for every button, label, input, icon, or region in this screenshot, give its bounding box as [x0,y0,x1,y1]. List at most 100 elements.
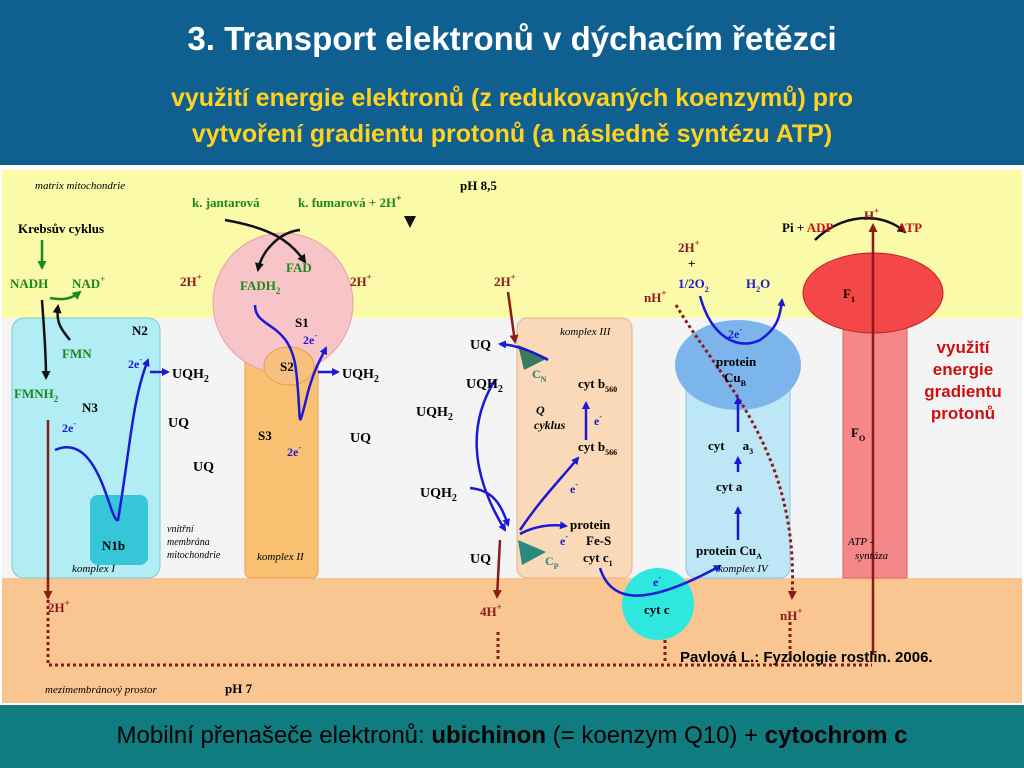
cyt-b560-label: cyt b560 [578,376,617,394]
uqh2-label-5: UQH2 [420,486,457,504]
complex-4-label: komplex IV [718,563,769,575]
ims-label: mezimembránový prostor [45,684,157,696]
n1b-block [90,495,148,565]
protein-cua-label: protein CuA [696,543,762,561]
fo-subunit [842,317,908,579]
proton-label-matrix-2: 2H+ [350,272,372,289]
n3-label: N3 [82,400,98,415]
footer-middle: (= koenzym Q10) + [546,722,765,749]
electron-label-c: e- [570,480,578,496]
electron-c1-to-cytc [598,564,722,597]
intermembrane-region [2,578,1022,703]
s1-label: S1 [295,315,309,330]
membrane-label-3: mitochondrie [167,550,221,561]
membrane-label-2: membrána [167,537,210,548]
electron-to-fes [519,521,568,536]
pi-adp-label: Pi + ADP [782,220,834,235]
subtitle-line-2: vytvoření gradientu protonů (a následně … [191,120,833,148]
uq-label-1: UQ [168,416,189,431]
complex-1-label: komplex I [72,563,116,575]
f1-label: F1 [843,286,855,304]
complex-2-label: komplex II [257,551,305,563]
proton-gradient-note: využití energie gradientu protonů [924,338,1002,423]
ph-ims: pH 7 [225,681,253,696]
cyt-c1-label: cyt c1 [583,550,613,568]
succinate-label: k. jantarová [192,195,260,210]
succinate-arrow [224,218,307,264]
n2-label: N2 [132,323,148,338]
nad-arrow [49,290,82,301]
proton-circuit-path [46,600,872,667]
plus-label: + [688,256,695,271]
matrix-label: matrix mitochondrie [35,180,125,192]
krebs-label: Krebsův cyklus [18,221,104,236]
cp-site [518,540,546,565]
electron-path-complex1 [54,358,150,522]
footer-cytochrome: cytochrom c [764,722,908,749]
proton-label-complex1: 2H+ [48,598,70,615]
uqh2-label-3: UQH2 [466,377,503,395]
uq-label-3: UQ [350,431,371,446]
footer-text: Mobilní přenašeče elektronů: ubichinon (… [0,722,1024,750]
electron-label-1: 2e- [128,355,142,371]
electron-label-s3: 2e- [287,443,301,459]
proton-label-complex4-matrix: nH+ [644,288,666,305]
fmnh2-label: FMNH2 [14,386,59,404]
fadh2-label: FADH2 [240,278,281,296]
electron-cub-to-oxygen [698,295,786,345]
footer-ubiquinone: ubichinon [431,722,547,749]
respiratory-chain-diagram: matrix mitochondrie pH 8,5 Krebsův cyklu… [2,170,1022,703]
atp-synthase-label-1: ATP - [847,536,874,548]
fmn-to-nad-arrow [52,304,71,341]
complex-3-label: komplex III [560,326,612,338]
electron-label-d: e- [560,532,568,548]
protein-cub-label-2: CuB [724,370,747,388]
slide-subtitle: využití energie elektronů (z redukovanýc… [40,80,984,152]
fmn-label: FMN [62,346,92,361]
uq-label-5: UQ [470,552,491,567]
subtitle-line-1: využití energie elektronů (z redukovanýc… [170,84,854,112]
nadh-label: NADH [10,276,48,291]
complex-3-shape [516,317,633,579]
proton-label-matrix-1: 2H+ [180,272,202,289]
slide-header: 3. Transport elektronů v dýchacím řetězc… [0,0,1024,165]
fad-reduction-arrow [254,228,301,272]
cn-label: CN [532,367,547,384]
protein-fes-label-2: Fe-S [586,533,611,548]
slide-footer: Mobilní přenašeče elektronů: ubichinon (… [0,705,1024,768]
uqh2-label-4: UQH2 [416,405,453,423]
n1b-label: N1b [102,538,125,553]
nadh-to-fmn-arrow [40,299,51,380]
footer-prefix: Mobilní přenašeče elektronů: [116,722,432,749]
q-cycle-label-2: cyklus [534,418,566,432]
fumarate-label: k. fumarová + 2H+ [298,193,401,210]
electron-label-b: e- [594,412,602,428]
electron-label-s1: 2e- [303,331,317,347]
electron-uqh2-lower [469,486,510,527]
fo-label: FO [851,425,865,443]
s2-label: S2 [280,359,294,374]
cn-site [518,345,548,370]
nad-label: NAD+ [72,274,105,291]
electron-cn-to-uq [498,340,549,362]
q-cycle-label-1: Q [536,403,545,417]
electron-path-complex2 [253,304,328,421]
fad-label: FAD [286,260,312,275]
s3-label: S3 [258,428,272,443]
atp-label: ATP [897,220,922,235]
cyt-a-label: cyt a [716,479,743,494]
electron-label-2: 2e- [62,419,76,435]
uq-label-2: UQ [193,460,214,475]
ph-matrix: pH 8,5 [460,178,497,193]
proton-arrow-complex3-in [506,291,519,344]
protein-cub-label-1: protein [716,354,757,369]
proton-label-atp-synthase: H+ [864,206,879,223]
uqh2-label-2: UQH2 [342,367,379,385]
membrane-label-1: vnitřní [167,524,195,535]
slide-title: 3. Transport elektronů v dýchacím řetězc… [187,20,837,57]
electron-label-cub: 2e- [728,325,742,341]
proton-arrow-complex3-out [492,539,502,599]
citation: Pavlová L.: Fyziologie rostlin. 2006. [680,649,933,666]
proton-label-complex4-in: 2H+ [678,238,700,255]
